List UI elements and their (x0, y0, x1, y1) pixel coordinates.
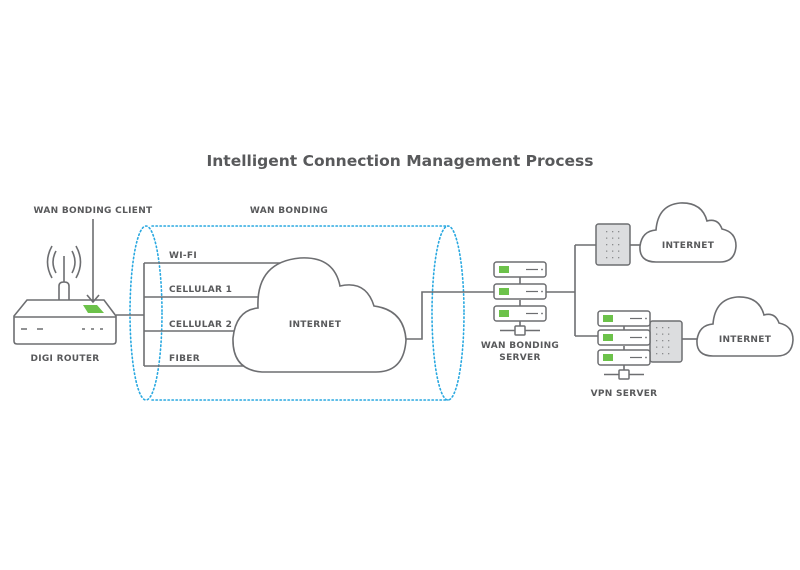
connection-links (144, 262, 290, 367)
firewall-vent-dot (668, 327, 670, 329)
server-unit (597, 310, 651, 327)
internet-cloud-bottom-right-label: INTERNET (719, 335, 772, 345)
firewall-vent-dot (606, 250, 608, 252)
firewall-vent-dot (656, 327, 658, 329)
firewall-vent-dot (618, 250, 620, 252)
firewall-vent-dot (656, 333, 658, 335)
digi-router-icon (13, 245, 117, 345)
connection-label-fiber: FIBER (169, 354, 200, 364)
server-unit (493, 261, 547, 278)
firewall-vent-dot (606, 244, 608, 246)
vpn-firewall (649, 320, 683, 363)
firewall-vent-dot (662, 333, 664, 335)
firewall-vent-dot (656, 353, 658, 355)
wan-bonding-server-icon (493, 261, 547, 336)
wan-bonding-label: WAN BONDING (250, 206, 328, 216)
connection-label-wifi: WI-FI (169, 251, 197, 261)
firewall-vent-dot (656, 340, 658, 342)
diagram-title: Intelligent Connection Management Proces… (206, 152, 593, 170)
wan-bonding-server-label-line1: WAN BONDING (481, 341, 559, 351)
firewall-vent-dot (618, 237, 620, 239)
firewall-vent-dot (612, 237, 614, 239)
firewall-vent-dot (618, 257, 620, 259)
digi-router-label: DIGI ROUTER (30, 354, 99, 364)
vpn-server-label: VPN SERVER (591, 389, 658, 399)
wan-bonding-tunnel (129, 225, 465, 401)
wan-bonding-server-label-line2: SERVER (499, 353, 540, 363)
connection-label-cellular-1: CELLULAR 1 (169, 285, 232, 295)
firewall-vent-dot (606, 237, 608, 239)
client-arrow-icon (86, 219, 100, 304)
internet-cloud-top-right-label: INTERNET (662, 241, 715, 251)
firewall-vent-dot (606, 231, 608, 233)
firewall-vent-dot (668, 340, 670, 342)
firewall-vent-dot (606, 257, 608, 259)
connection-label-cellular-2: CELLULAR 2 (169, 320, 232, 330)
internet-cloud-top-right (639, 202, 737, 263)
server-unit (597, 329, 651, 346)
firewall-vent-dot (662, 346, 664, 348)
vpn-server-icon (597, 310, 683, 380)
link-cloud-to-server (406, 291, 494, 340)
firewall-vent-dot (662, 353, 664, 355)
client-module-indicator (83, 305, 104, 313)
firewall-vent-dot (612, 257, 614, 259)
firewall-vent-dot (618, 244, 620, 246)
firewall-vent-dot (618, 231, 620, 233)
firewall-vent-dot (612, 250, 614, 252)
firewall-vent-dot (662, 327, 664, 329)
firewall-vent-dot (612, 231, 614, 233)
internet-cloud-main (232, 257, 407, 373)
internet-cloud-bottom-right (696, 296, 794, 357)
firewall-vent-dot (662, 340, 664, 342)
firewall-vent-dot (612, 244, 614, 246)
firewall-icon (595, 223, 631, 266)
internet-cloud-main-label: INTERNET (289, 320, 342, 330)
firewall-vent-dot (668, 333, 670, 335)
tunnel-left-ring (129, 225, 163, 401)
firewall-vent-dot (668, 346, 670, 348)
firewall-vent-dot (656, 346, 658, 348)
wan-bonding-client-label: WAN BONDING CLIENT (34, 206, 154, 216)
firewall-vent-dot (668, 353, 670, 355)
tunnel-right-ring (431, 225, 465, 401)
